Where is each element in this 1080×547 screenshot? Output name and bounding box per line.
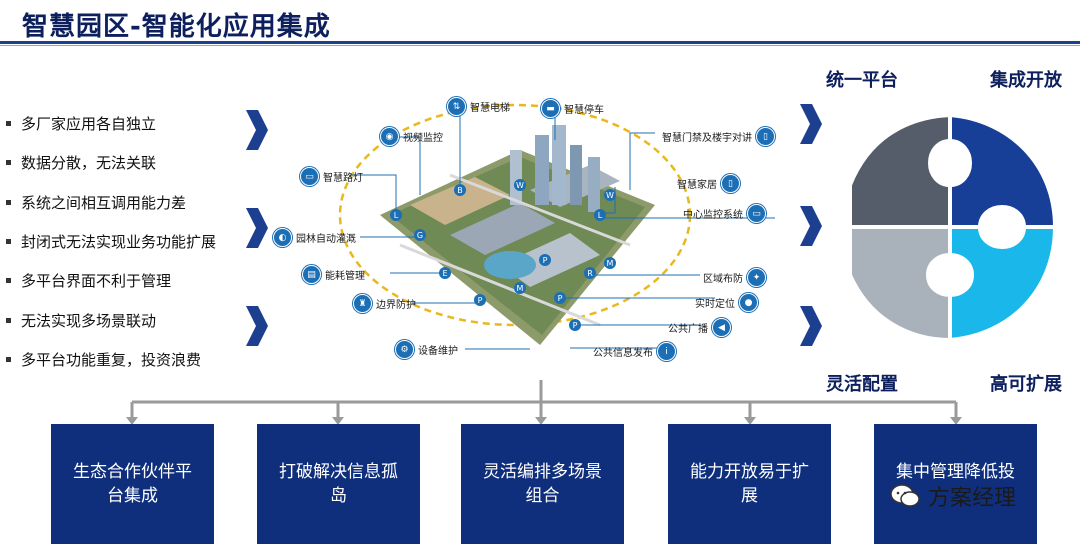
svg-text:L: L [394, 211, 399, 220]
label-border-protection: ♜边界防护 [353, 294, 416, 313]
elevator-icon: ⇅ [447, 97, 466, 116]
benefit-box-centralized-management: 集中管理降低投 [874, 424, 1037, 544]
bullet-icon [6, 121, 11, 127]
chevron-right-icon [800, 306, 822, 346]
monitor-icon: ▭ [747, 204, 766, 223]
label-area-defense: 区域布防✦ [703, 268, 766, 287]
list-item: 系统之间相互调用能力差 [0, 183, 260, 222]
list-item: 数据分散，无法关联 [0, 143, 260, 182]
label-public-broadcast: 公共广播◀ [668, 318, 731, 337]
watermark: 方案经理 [890, 480, 1016, 512]
megaphone-icon: ◀ [712, 318, 731, 337]
label-realtime-positioning: 实时定位● [695, 293, 758, 312]
chevron-right-icon [800, 206, 822, 246]
defense-icon: ✦ [747, 268, 766, 287]
svg-text:G: G [417, 231, 423, 240]
svg-text:M: M [517, 284, 524, 293]
benefit-box-ecosystem: 生态合作伙伴平台集成 [51, 424, 214, 544]
label-smart-elevator: ⇅智慧电梯 [447, 97, 510, 116]
svg-text:W: W [516, 181, 524, 190]
label-monitor-center: 中心监控系统▭ [683, 204, 766, 223]
puzzle-label-flexible-config: 灵活配置 [826, 374, 898, 395]
label-video-surveillance: ◉视频监控 [380, 127, 443, 146]
label-smart-streetlight: ▭智慧路灯 [300, 167, 363, 186]
title-divider [0, 41, 1080, 44]
benefit-box-break-silos: 打破解决信息孤岛 [257, 424, 420, 544]
svg-text:B: B [457, 186, 463, 195]
bullet-icon [6, 239, 11, 245]
maintenance-icon: ⚙ [395, 340, 414, 359]
page-title: 智慧园区-智能化应用集成 [22, 12, 331, 42]
home-device-icon: ▯ [721, 174, 740, 193]
label-smart-parking: ▬智慧停车 [541, 99, 604, 118]
svg-text:P: P [543, 256, 548, 265]
puzzle-label-unified-platform: 统一平台 [826, 70, 898, 91]
label-access-control: 智慧门禁及楼宇对讲▯ [662, 127, 775, 146]
label-energy-management: ▤能耗管理 [302, 265, 365, 284]
list-item: 多平台界面不利于管理 [0, 261, 260, 300]
bullet-icon [6, 160, 11, 166]
puzzle-label-high-scalability: 高可扩展 [990, 374, 1062, 395]
list-item: 封闭式无法实现业务功能扩展 [0, 222, 260, 261]
energy-icon: ▤ [302, 265, 321, 284]
label-garden-irrigation: ◐园林自动灌溉 [273, 228, 356, 247]
svg-text:R: R [587, 269, 593, 278]
bullet-icon [6, 317, 11, 323]
svg-text:L: L [598, 211, 603, 220]
car-icon: ▬ [541, 99, 560, 118]
bullet-icon [6, 199, 11, 205]
label-smart-home: 智慧家居▯ [677, 174, 740, 193]
chat-bubble-icon [890, 484, 920, 507]
svg-text:P: P [573, 321, 578, 330]
svg-text:P: P [478, 296, 483, 305]
svg-text:E: E [442, 269, 447, 278]
svg-text:P: P [558, 294, 563, 303]
location-pin-icon: ● [739, 293, 758, 312]
puzzle-label-integration-open: 集成开放 [990, 70, 1062, 91]
issues-list: 多厂家应用各自独立 数据分散，无法关联 系统之间相互调用能力差 封闭式无法实现业… [0, 104, 260, 379]
intercom-icon: ▯ [756, 127, 775, 146]
svg-text:M: M [607, 259, 614, 268]
irrigation-icon: ◐ [273, 228, 292, 247]
puzzle-graphic [848, 112, 1058, 343]
camera-icon: ◉ [380, 127, 399, 146]
list-item: 多平台功能重复，投资浪费 [0, 340, 260, 379]
chevron-right-icon [246, 110, 268, 150]
benefit-box-flexible-orchestration: 灵活编排多场景组合 [461, 424, 624, 544]
connector-lines [126, 380, 962, 425]
campus-illustration: B W L G L W E P P R M M P P [338, 103, 775, 350]
chevron-right-icon [800, 104, 822, 144]
bullet-icon [6, 278, 11, 284]
list-item: 多厂家应用各自独立 [0, 104, 260, 143]
chevron-right-icon [246, 306, 268, 346]
label-equipment-maintenance: ⚙设备维护 [395, 340, 458, 359]
bullet-icon [6, 356, 11, 362]
streetlight-icon: ▭ [300, 167, 319, 186]
benefit-box-open-capability: 能力开放易于扩展 [668, 424, 831, 544]
border-icon: ♜ [353, 294, 372, 313]
title-divider-thin [0, 45, 1080, 46]
svg-text:W: W [606, 191, 614, 200]
chevron-right-icon [246, 208, 268, 248]
list-item: 无法实现多场景联动 [0, 300, 260, 339]
info-icon: i [657, 342, 676, 361]
